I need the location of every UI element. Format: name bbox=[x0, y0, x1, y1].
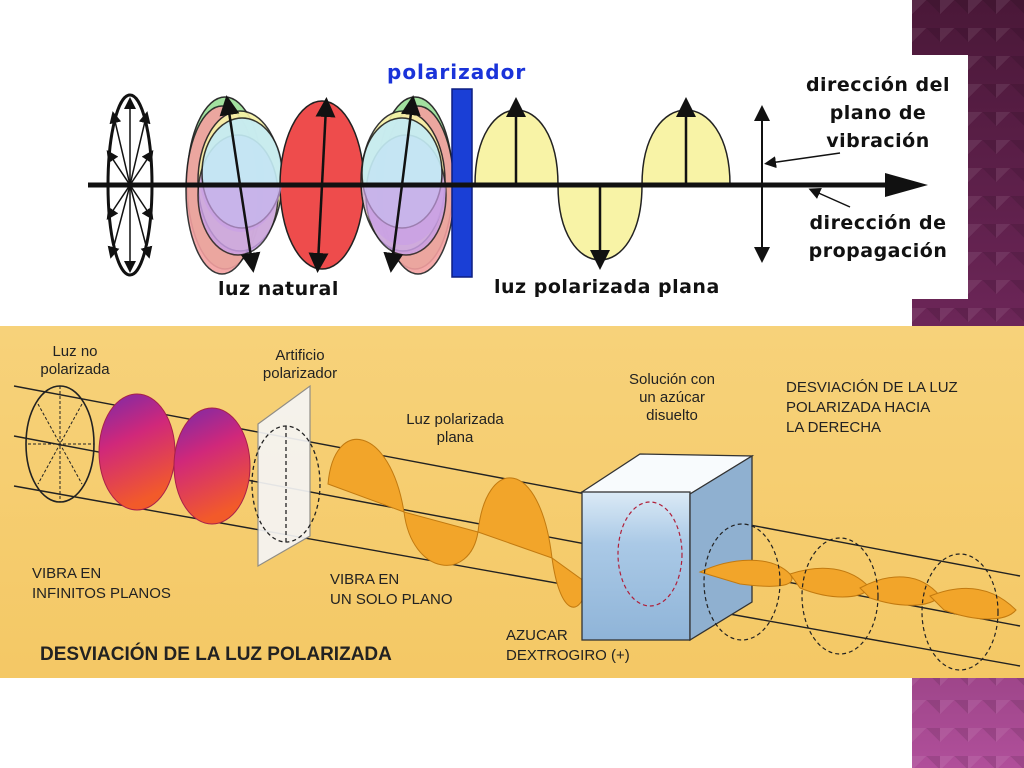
deviation-label-line-1: DESVIACIÓN DE LA LUZ bbox=[786, 379, 958, 396]
orange-polarized-wave bbox=[327, 439, 589, 608]
unpolarized-label-line-2: polarizada bbox=[40, 361, 110, 378]
infinite-planes-label-line-1: VIBRA EN bbox=[32, 565, 101, 582]
purple-lower-left bbox=[200, 185, 282, 232]
unpolarized-label-line-1: Luz no bbox=[52, 343, 97, 360]
vibration-label-line-2: plano de bbox=[830, 102, 927, 124]
vibration-pointer bbox=[764, 152, 841, 169]
bottom-diagram-panel: Luz no polarizada Artificio polarizador … bbox=[0, 326, 1024, 678]
unpolarized-disc-1 bbox=[98, 393, 176, 511]
deviation-label-line-3: LA DERECHA bbox=[786, 419, 881, 436]
polarizer-plate bbox=[251, 384, 321, 568]
top-diagram-svg: polarizador luz natural luz polarizada p… bbox=[88, 60, 950, 300]
bottom-diagram-title: DESVIACIÓN DE LA LUZ POLARIZADA bbox=[40, 643, 392, 665]
plane-polarized-bottom-label-line-2: plana bbox=[437, 429, 474, 446]
solution-label-line-1: Solución con bbox=[629, 371, 715, 388]
deviation-label-line-2: POLARIZADA HACIA bbox=[786, 399, 930, 416]
propagation-label-line-2: propagación bbox=[809, 240, 948, 262]
plane-polarized-bottom-label-line-1: Luz polarizada bbox=[406, 411, 504, 428]
bottom-diagram-svg: Luz no polarizada Artificio polarizador … bbox=[13, 343, 1021, 671]
propagation-arrowhead bbox=[885, 173, 928, 197]
top-diagram-panel: polarizador luz natural luz polarizada p… bbox=[70, 55, 968, 300]
propagation-pointer bbox=[808, 187, 851, 208]
vibration-label-line-1: dirección del bbox=[806, 74, 950, 96]
solution-label-line-2: un azúcar bbox=[639, 389, 705, 406]
propagation-label-line-1: dirección de bbox=[809, 212, 946, 234]
rotated-guide-ellipses bbox=[703, 523, 999, 671]
sugar-solution-cube bbox=[579, 453, 755, 642]
rotated-wave bbox=[698, 559, 1017, 620]
vibration-label-line-3: vibración bbox=[826, 130, 930, 152]
solution-label-line-3: disuelto bbox=[646, 407, 698, 424]
unpolarized-ellipse-bottom bbox=[25, 385, 95, 503]
natural-light-label: luz natural bbox=[218, 278, 339, 299]
single-plane-label-line-2: UN SOLO PLANO bbox=[330, 591, 453, 608]
sugar-label-line-2: DEXTROGIRO (+) bbox=[506, 647, 630, 664]
polarizer-label: polarizador bbox=[387, 60, 526, 84]
polarizer-device-label-line-2: polarizador bbox=[263, 365, 337, 382]
purple-lower-right bbox=[362, 185, 446, 245]
sugar-label-line-1: AZUCAR bbox=[506, 627, 568, 644]
unpolarized-disc-2 bbox=[173, 407, 251, 525]
plane-polarized-label: luz polarizada plana bbox=[494, 276, 720, 298]
polarizer-device-label-line-1: Artificio bbox=[275, 347, 324, 364]
single-plane-label-line-1: VIBRA EN bbox=[330, 571, 399, 588]
infinite-planes-label-line-2: INFINITOS PLANOS bbox=[32, 585, 171, 602]
